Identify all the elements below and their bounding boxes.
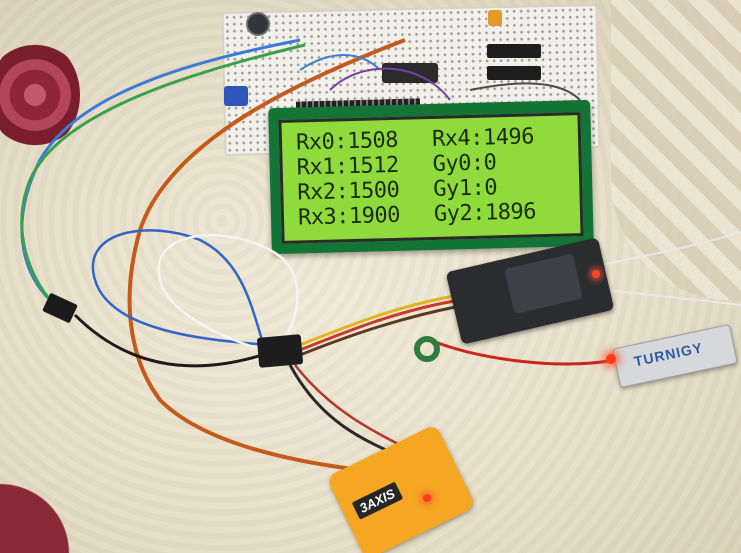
rose-pattern	[0, 40, 80, 150]
orange-wire	[127, 38, 406, 472]
green-wire-top	[20, 43, 306, 307]
receiver-lead-red	[299, 298, 461, 352]
receiver-label-panel	[504, 253, 583, 315]
antenna-wire-bottom	[604, 289, 741, 306]
esc-led	[606, 354, 616, 364]
ic-chip-1	[487, 44, 541, 58]
servo-wire-left	[73, 313, 263, 368]
servo-connector-middle	[256, 334, 304, 368]
receiver-led	[592, 270, 600, 278]
esc-label: TURNIGY	[632, 339, 705, 370]
blue-wire-top	[20, 38, 301, 302]
ceramic-capacitor	[488, 10, 502, 26]
flight-board-led	[423, 494, 431, 502]
red-esc-wire	[429, 338, 616, 366]
blanket-corner	[0, 483, 90, 553]
blue-loop-wire	[91, 229, 271, 347]
electrolytic-capacitor	[246, 12, 270, 36]
ic-chip-2	[487, 66, 541, 80]
antenna-wire-top	[599, 231, 741, 266]
receiver-lead-yellow	[299, 293, 461, 347]
breadboard-jumper-1	[299, 54, 381, 71]
flight-board-label: 3AXIS	[351, 481, 403, 520]
potentiometer	[224, 86, 248, 106]
breadboard-jumper-3	[469, 82, 581, 101]
breadboard-jumper-2	[329, 67, 451, 101]
receiver-lead-brown	[299, 304, 461, 357]
white-loop-wire	[157, 234, 299, 352]
ferrite-ring	[414, 336, 440, 362]
